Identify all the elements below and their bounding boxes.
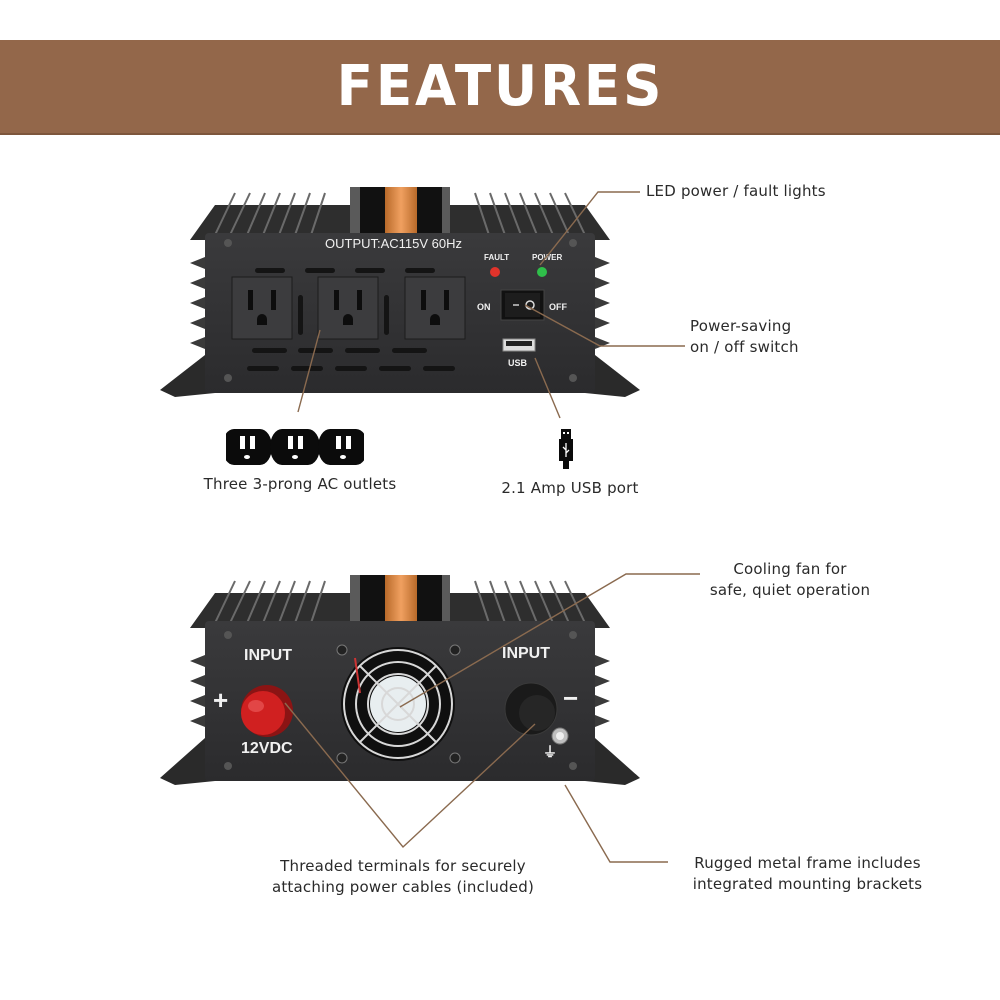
- outlet-icon: [226, 429, 272, 465]
- switch-on-label: ON: [477, 302, 491, 312]
- outlet-icon: [318, 429, 364, 465]
- callout-fan-line2: safe, quiet operation: [709, 581, 871, 599]
- callout-power-switch: Power-saving on / off switch: [690, 316, 799, 358]
- plus-sign: +: [213, 685, 229, 715]
- callout-led-text: LED power / fault lights: [646, 182, 826, 200]
- callout-usb-port: 2.1 Amp USB port: [480, 478, 660, 499]
- outlet-icon: [270, 429, 320, 465]
- inverter-front-image: [160, 187, 640, 397]
- callout-switch-line1: Power-saving: [690, 317, 792, 335]
- callout-outlets-text: Three 3-prong AC outlets: [203, 475, 397, 493]
- callout-terminals: Threaded terminals for securely attachin…: [253, 856, 553, 898]
- minus-sign: −: [563, 683, 579, 713]
- power-led-label: POWER: [532, 253, 563, 262]
- callout-led-lights: LED power / fault lights: [646, 181, 826, 202]
- callout-terminals-line1: Threaded terminals for securely: [280, 857, 526, 875]
- ground-symbol-icon: ⏚: [543, 744, 557, 760]
- features-banner: FEATURES: [0, 40, 1000, 135]
- callout-fan-line1: Cooling fan for: [733, 560, 847, 578]
- callout-ac-outlets: Three 3-prong AC outlets: [185, 474, 415, 495]
- callout-frame: Rugged metal frame includes integrated m…: [670, 853, 945, 895]
- callout-frame-line2: integrated mounting brackets: [692, 875, 923, 893]
- usb-plug-icon: [559, 429, 573, 469]
- panel-output-label: OUTPUT:AC115V 60Hz: [325, 236, 463, 251]
- switch-off-label: OFF: [549, 302, 567, 312]
- voltage-label: 12VDC: [241, 740, 293, 757]
- fault-led-label: FAULT: [484, 253, 510, 262]
- left-input-label: INPUT: [244, 647, 292, 664]
- callout-switch-line2: on / off switch: [690, 338, 799, 356]
- usb-port-label: USB: [508, 358, 528, 368]
- outlet-sockets: [231, 276, 466, 340]
- banner-title: FEATURES: [336, 54, 664, 119]
- callout-cooling-fan: Cooling fan for safe, quiet operation: [690, 559, 890, 601]
- callout-terminals-line2: attaching power cables (included): [271, 878, 535, 896]
- right-input-label: INPUT: [502, 645, 550, 662]
- outlet-icons: [226, 429, 364, 465]
- callout-usb-text: 2.1 Amp USB port: [501, 479, 639, 497]
- callout-frame-line1: Rugged metal frame includes: [694, 854, 921, 872]
